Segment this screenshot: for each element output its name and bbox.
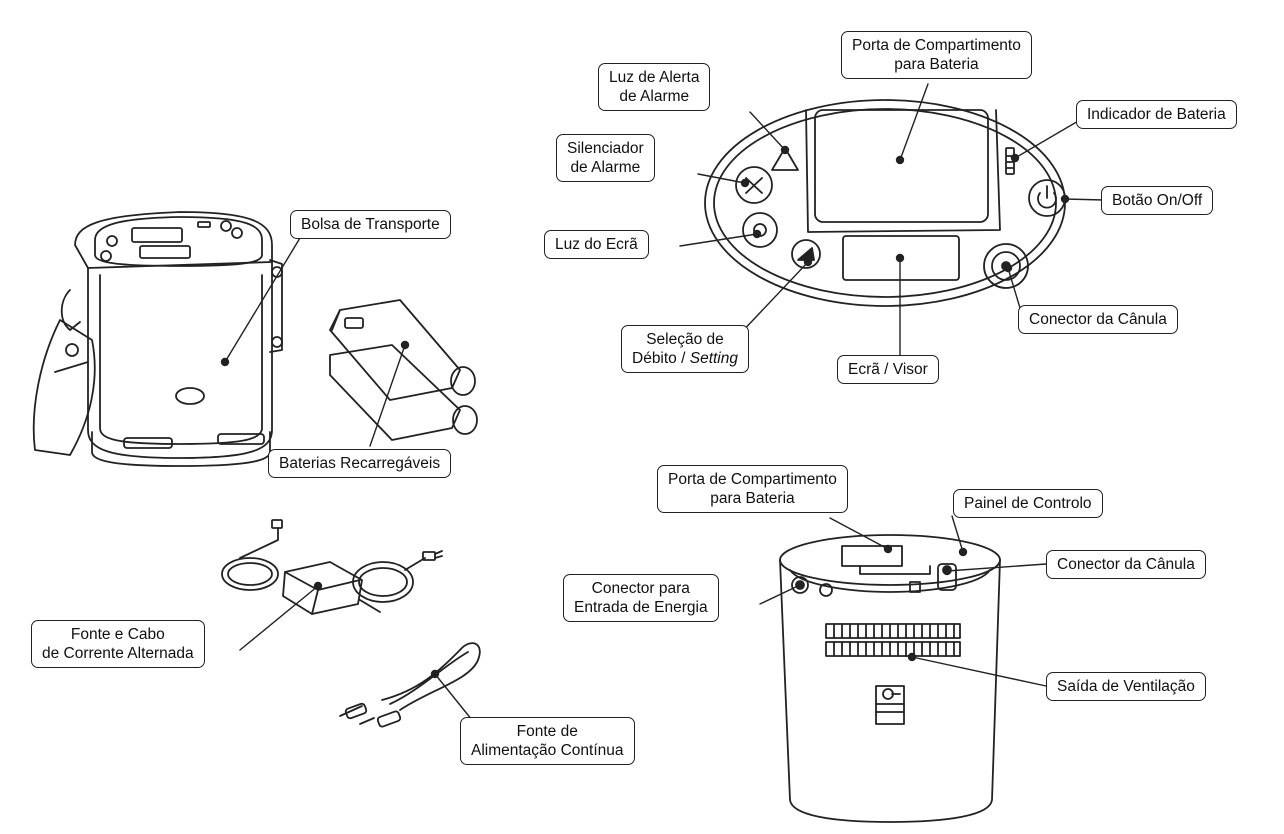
concentrator-body-illustration: [779, 534, 1001, 823]
label-porta-bateria-bottom: Porta de Compartimento para Bateria: [657, 465, 848, 513]
label-bolsa-transporte: Bolsa de Transporte: [290, 210, 451, 239]
ac-power-supply-illustration: [221, 519, 443, 615]
leader-lines: [220, 83, 1105, 721]
label-fonte-cabo-ac: Fonte e Cabo de Corrente Alternada: [31, 620, 205, 668]
label-saida-ventilacao: Saída de Ventilação: [1046, 672, 1206, 701]
dc-power-supply-illustration: [339, 642, 481, 728]
label-luz-ecra: Luz do Ecrã: [544, 230, 649, 259]
label-indicador-bateria: Indicador de Bateria: [1076, 100, 1237, 129]
label-painel-controlo: Painel de Controlo: [953, 489, 1103, 518]
label-conector-canula-top: Conector da Cânula: [1018, 305, 1178, 334]
label-baterias-recarregaveis: Baterias Recarregáveis: [268, 449, 452, 478]
label-ecra-visor: Ecrã / Visor: [837, 355, 939, 384]
label-porta-bateria-top: Porta de Compartimento para Bateria: [841, 31, 1032, 79]
label-fonte-alimentacao-continua: Fonte de Alimentação Contínua: [460, 717, 635, 765]
label-conector-canula-bottom: Conector da Cânula: [1046, 550, 1206, 579]
batteries-illustration: [329, 299, 478, 441]
label-selecao-debito: Seleção de Débito / Setting: [621, 325, 749, 373]
label-conector-entrada-energia: Conector para Entrada de Energia: [563, 574, 719, 622]
label-botao-on-off: Botão On/Off: [1101, 186, 1214, 215]
control-panel-illustration: [704, 99, 1066, 307]
label-luz-alerta-alarme: Luz de Alerta de Alarme: [598, 63, 711, 111]
carry-bag-illustration: [32, 211, 283, 467]
label-silenciador-alarme: Silenciador de Alarme: [556, 134, 655, 182]
